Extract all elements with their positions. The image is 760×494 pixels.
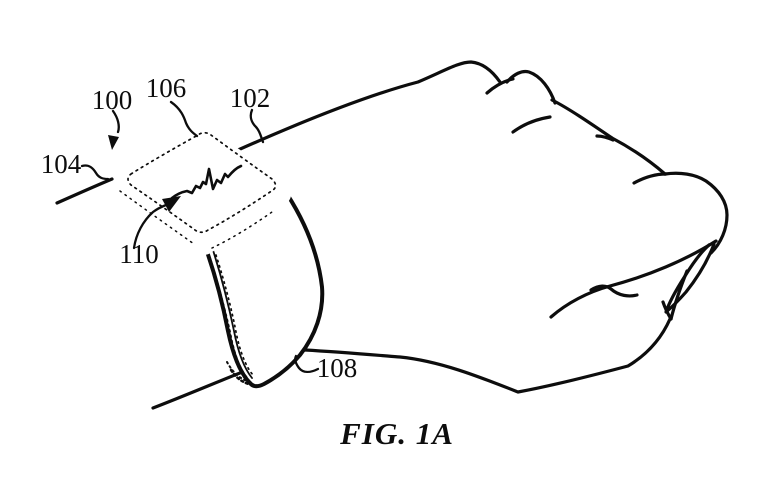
watch-display — [127, 131, 277, 234]
knuckle-2 — [505, 69, 557, 105]
arrowhead-100 — [108, 135, 119, 150]
ref-label-108: 108 — [317, 353, 358, 383]
ref-label-110: 110 — [119, 239, 159, 269]
watch-band — [202, 192, 325, 389]
band-fill — [204, 194, 323, 387]
hand-outline — [236, 60, 729, 394]
hand-bottom-line — [303, 317, 672, 394]
band-right-edge — [248, 192, 325, 389]
leader-line-100 — [111, 109, 120, 134]
band-stipple-row-1 — [207, 251, 249, 380]
wrist-top-line — [236, 60, 502, 152]
reference-labels: 100 102 104 106 108 110 — [41, 73, 358, 383]
knuckle-3 — [550, 98, 614, 140]
case-top-face — [115, 126, 286, 240]
figure-caption: FIG. 1A — [339, 416, 454, 451]
leader-line-106 — [169, 100, 199, 138]
case-side-stipple-left — [119, 190, 195, 245]
band-stipple-row-2 — [215, 254, 254, 376]
palm-fold-line — [589, 284, 639, 298]
leader-line-108 — [294, 354, 320, 374]
ref-label-102: 102 — [230, 83, 271, 113]
ref-label-104: 104 — [41, 149, 82, 179]
thumb-tip-fold-right — [669, 269, 689, 321]
leader-line-104 — [80, 164, 110, 181]
case-side-stipple-right — [211, 211, 273, 249]
knuckle-fold-4 — [632, 172, 668, 185]
annotations — [80, 100, 320, 374]
leader-line-102 — [249, 108, 265, 144]
ref-label-100: 100 — [92, 85, 133, 115]
knuckle-fold-2 — [511, 115, 552, 134]
ref-label-106: 106 — [146, 73, 187, 103]
fist-right-edge — [663, 171, 729, 255]
knuckle-4 — [610, 136, 667, 176]
ecg-waveform — [170, 164, 243, 200]
forearm-top-line — [55, 177, 114, 205]
band-stipple-bottom-1 — [229, 368, 254, 387]
leader-line-110 — [132, 203, 168, 250]
finger-crease-line — [549, 239, 718, 319]
band-inner-edge-line — [211, 246, 253, 379]
arrowhead-110 — [162, 196, 181, 212]
display-bezel-dotted — [127, 131, 277, 234]
band-stipple-bottom-2 — [226, 361, 252, 383]
